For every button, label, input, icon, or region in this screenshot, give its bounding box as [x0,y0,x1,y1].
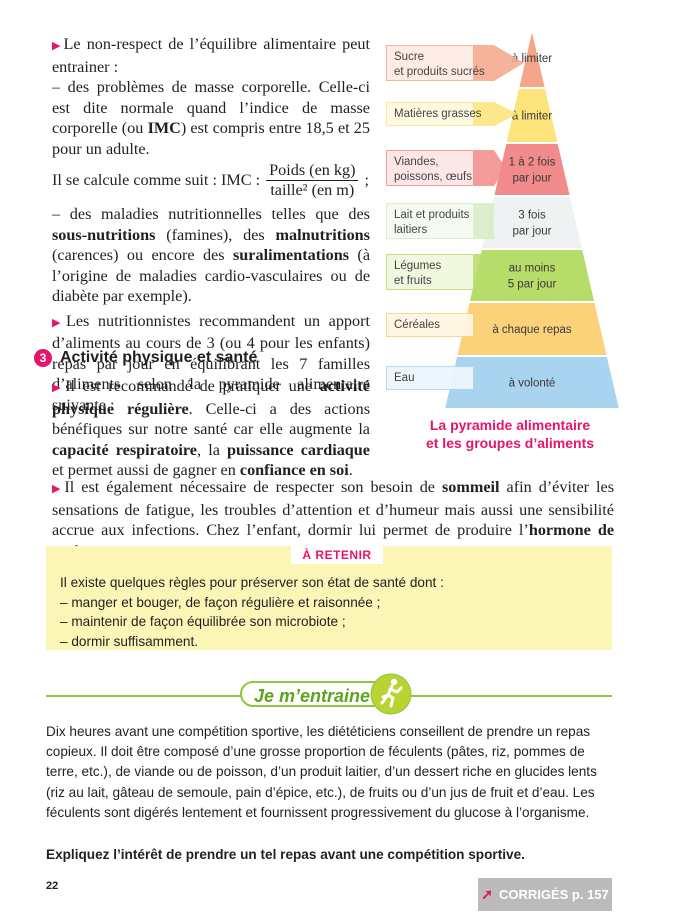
pyramid-level-label: Céréales [394,319,440,331]
arrow-up-right-icon: ➚ [481,886,493,902]
runner-icon [370,673,412,715]
triangle-bullet-icon: ▶ [52,316,65,329]
section-paragraph-2: ▶Il est également nécessaire de respecte… [52,478,615,560]
pyramid-level-value: à limiter [512,111,552,123]
imc-fraction: Poids (en kg) taille² (en m) [266,161,359,200]
exercise-text: Dix heures avant une compétition sportiv… [46,724,597,820]
retenir-tag: À RETENIR [291,546,383,564]
imc-formula: Il se calcule comme suit : IMC : Poids (… [52,161,369,200]
pyramid-level-label: poissons, œufs [394,171,472,183]
pyramid-level-label: et produits sucrés [394,66,485,78]
entraine-badge: Je m’entraine [240,673,414,715]
pyramid-callout-box [387,151,473,185]
corriges-link[interactable]: ➚CORRIGÉS p. 157 [478,878,612,911]
triangle-bullet-icon: ▶ [52,40,63,52]
bullet-paragraph-1: ▶Le non-respect de l’équilibre alimentai… [52,35,370,76]
pyramid-level [491,142,573,197]
pyramid-level-value: par jour [513,173,552,185]
pyramid-callout-box [387,46,473,80]
pyramid-level-label: Sucre [394,51,424,63]
pyramid-level-value: 1 à 2 fois [509,157,556,169]
pyramid-level-value: 3 fois [518,210,546,222]
pyramid-level-value: à chaque repas [492,324,572,336]
pyramid-caption: La pyramide alimentaire et les groupes d… [425,417,595,451]
dash-paragraph-imc: – des problèmes de masse corporelle. Cel… [52,78,370,158]
triangle-bullet-icon: ▶ [52,382,65,394]
pyramid-level [479,195,585,250]
pyramid-callout-box [387,255,473,289]
triangle-bullet-icon: ▶ [52,483,64,495]
pyramid-level-value: par jour [513,226,552,238]
pyramid-callout-box [387,103,473,125]
entraine-label: Je m’entraine [240,681,390,707]
exercise-question: Expliquez l’intérêt de prendre un tel re… [46,847,525,862]
pyramid-level-label: et fruits [394,275,432,287]
pyramid-level-value: au moins [509,263,556,275]
retenir-body: Il existe quelques règles pour préserver… [60,575,444,649]
section-heading: 3 Activité physique et santé [34,349,257,367]
pyramid-level [442,355,620,410]
page-number: 22 [46,880,59,892]
pyramid-level-label: Lait et produits [394,209,470,221]
pyramid-callout-box [387,204,473,238]
pyramid-level-label: Viandes, [394,156,439,168]
bullet-paragraph-2: ▶Les nutritionnistes recommandent un app… [52,311,370,414]
pyramid-level-value: à volonté [509,378,556,390]
dash-paragraph-diseases: – des maladies nutritionnelles telles qu… [52,205,371,305]
pyramid-level-label: Légumes [394,260,442,272]
pyramid-level-label: Eau [394,372,414,384]
pyramid-callout-box [387,367,473,389]
left-column: ▶Le non-respect de l’équilibre alimentai… [52,34,370,415]
pyramid-level-label: Matières grasses [394,108,482,120]
pyramid-level-label: laitiers [394,224,427,236]
section-paragraph-1: ▶Il est recommandé de pratiquer une acti… [52,377,370,479]
section-number-badge: 3 [34,349,52,367]
pyramid-level-value: 5 par jour [508,279,557,291]
section-title: Activité physique et santé [60,349,258,366]
pyramid-callout-box [387,314,473,336]
